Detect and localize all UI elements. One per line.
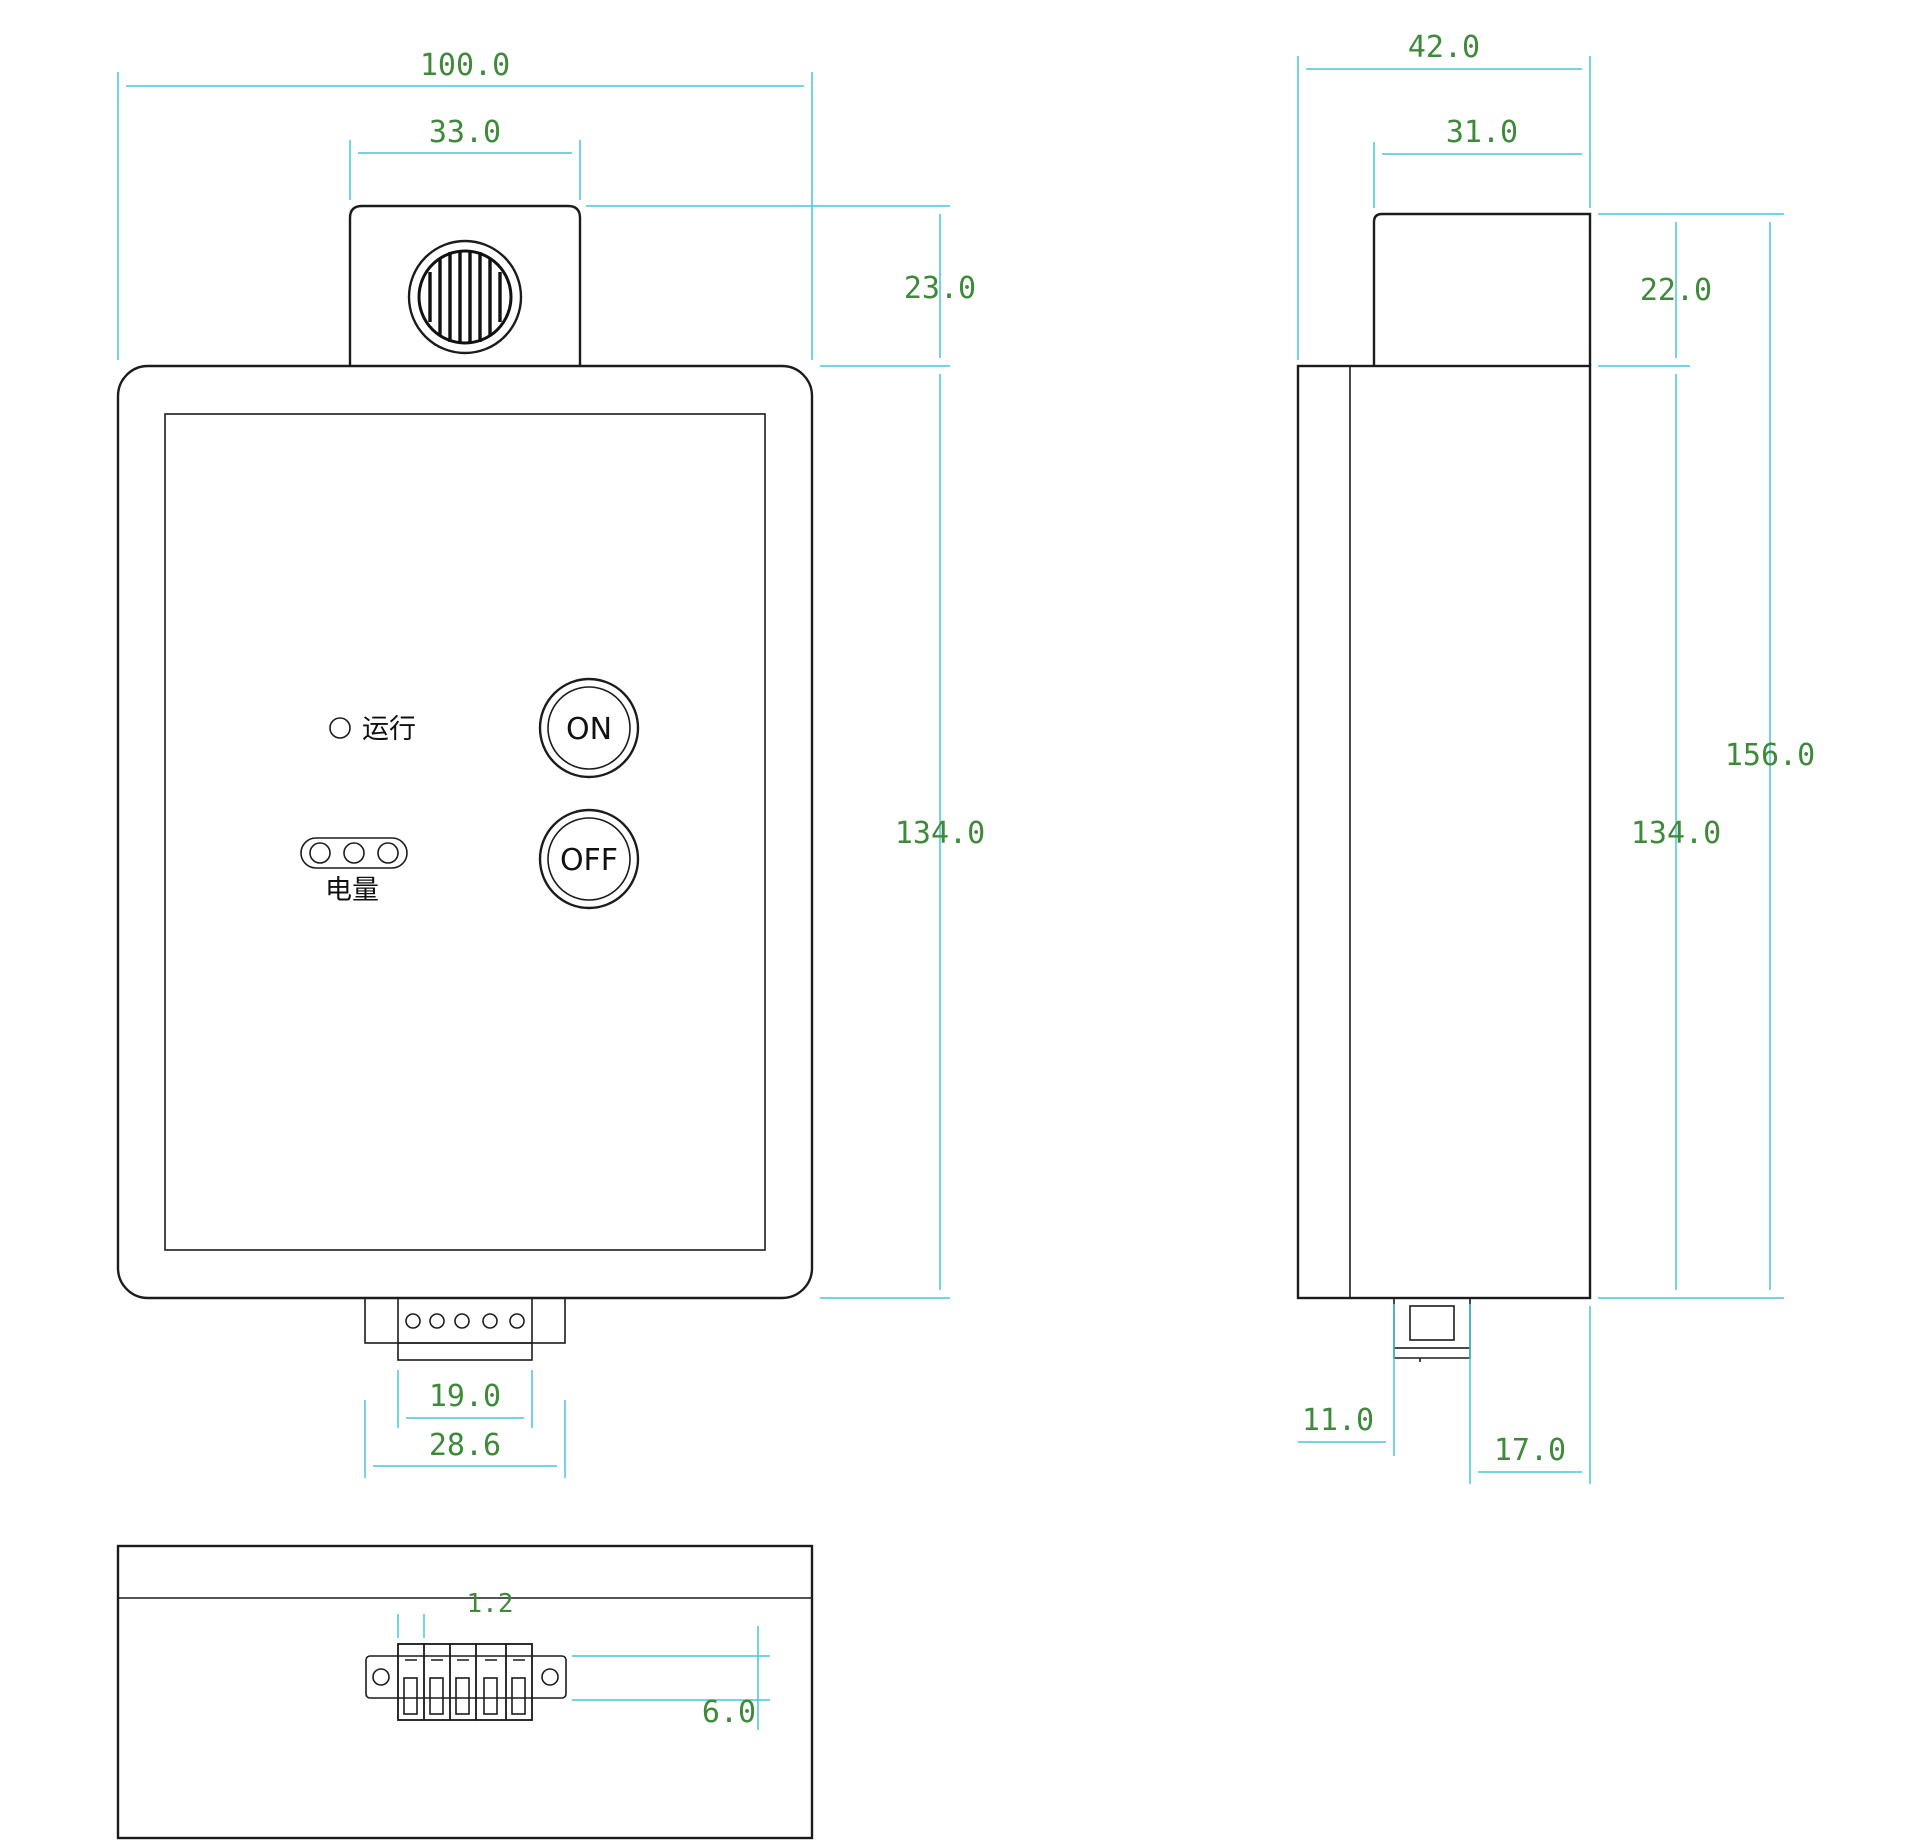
bottom-connector [365,1643,567,1721]
dim-side-total-height: 156.0 [1725,738,1815,773]
side-terminal [1393,1297,1471,1362]
dim-side-top-width: 31.0 [1446,115,1518,150]
dim-terminal-inner-width: 19.0 [429,1379,501,1414]
front-body [116,364,814,1300]
dim-sensor-height: 23.0 [904,271,976,306]
svg-text:ON: ON [566,712,612,747]
mount-screw-icon [372,1668,390,1686]
side-view: 42.0 31.0 22.0 134.0 156.0 11.0 17.0 [1296,30,1815,1484]
off-button[interactable]: OFF [538,808,640,910]
bottom-view: 1.2 6.0 [116,1544,814,1840]
front-panel [164,413,766,1251]
front-view: 运行 电量 ON OFF [116,48,985,1478]
dim-front-body-height: 134.0 [895,816,985,851]
sensor-housing [348,204,582,366]
battery-level-icon [300,837,408,869]
dim-bottom-terminal-height: 6.0 [702,1695,756,1730]
dim-terminal-outer-width: 28.6 [429,1428,501,1463]
side-body [1296,364,1592,1300]
dim-side-depth: 42.0 [1408,30,1480,65]
dim-front-width: 100.0 [420,48,510,83]
power-label: 电量 [325,875,379,906]
terminal-screw-icon [405,1313,525,1329]
dim-side-terminal-offset: 11.0 [1302,1403,1374,1438]
dim-bottom-terminal-label: 1.2 [467,1589,514,1619]
side-dimension-lines [1297,56,1784,1484]
dim-side-terminal-depth: 17.0 [1494,1433,1566,1468]
terminal-block [364,1297,566,1361]
mount-screw-icon [541,1668,559,1686]
dim-side-sensor-height: 22.0 [1640,273,1712,308]
svg-text:OFF: OFF [560,843,618,878]
front-dimension-lines [117,72,950,1478]
bottom-dimension-lines [397,1614,770,1730]
run-label: 运行 [362,714,416,745]
on-button[interactable]: ON [538,677,640,779]
run-indicator-icon [329,717,351,739]
side-sensor-housing [1372,212,1592,366]
dim-sensor-width: 33.0 [429,115,501,150]
bottom-body [116,1544,814,1840]
sensor-icon [407,239,523,355]
dim-side-body-height: 134.0 [1631,816,1721,851]
